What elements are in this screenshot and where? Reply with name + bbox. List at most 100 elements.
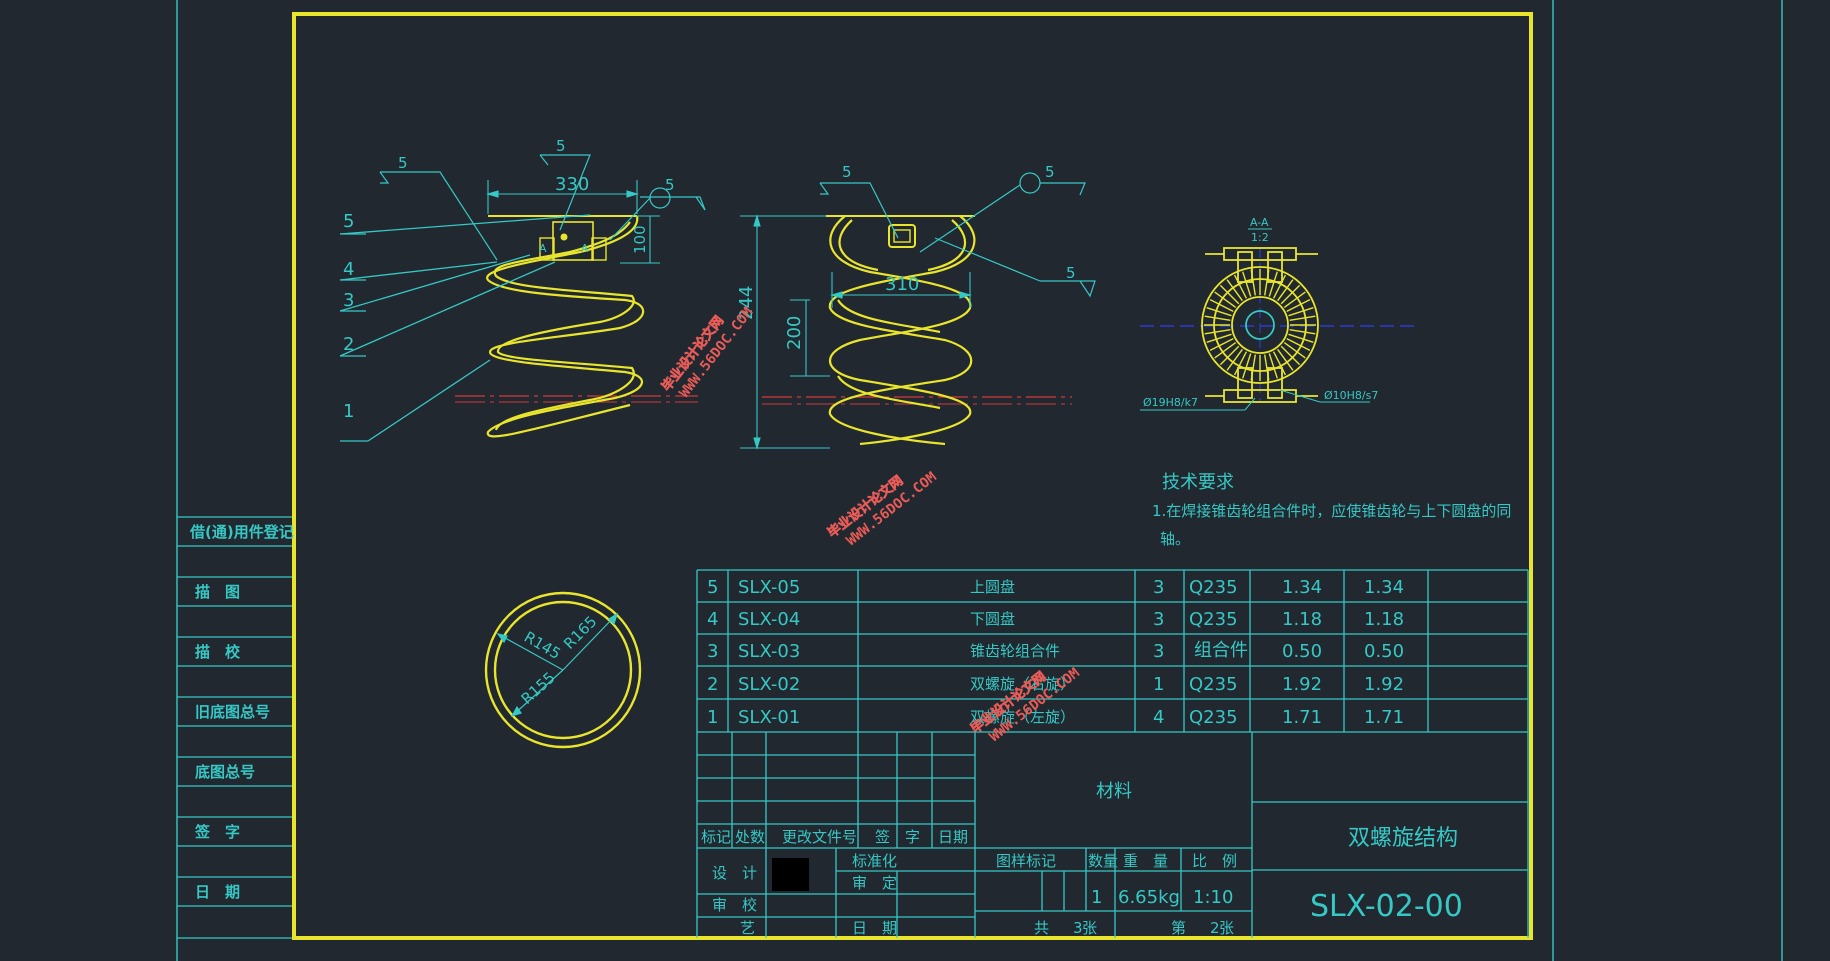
tech-title: 技术要求: [1162, 472, 1234, 493]
part-material: Q235: [1189, 609, 1238, 630]
side-label-check: 描 校: [195, 643, 241, 661]
part-name: 下圆盘: [970, 610, 1015, 628]
front-weld-numbers: 5 5 5: [842, 163, 1076, 282]
part-unit-weight: 1.18: [1282, 609, 1322, 630]
drawing-code: SLX-02-00: [1310, 889, 1463, 924]
sheet-no-label: 第: [1171, 919, 1186, 937]
part-code: SLX-05: [738, 577, 800, 598]
rev-header-sign: 签 字: [875, 828, 920, 846]
side-panel: [177, 516, 292, 939]
part-name: 锥齿轮组合件: [970, 642, 1060, 660]
gear-tooth: [1264, 354, 1270, 381]
weld-num-b: 5: [556, 137, 566, 155]
side-label-signature: 签 字: [194, 823, 240, 841]
material-label: 材料: [1096, 781, 1132, 802]
gear-tooth: [1277, 348, 1294, 371]
title-block-grid: [697, 732, 1528, 938]
gear-tooth: [1206, 333, 1232, 343]
weld-leaders: [379, 154, 706, 261]
gear-tooth: [1288, 333, 1314, 343]
side-label-borrow: 借(通)用件登记: [189, 523, 294, 541]
part-no: 4: [707, 609, 718, 630]
title-block: 材料 双螺旋结构 SLX-02-00 标记 处数 更改文件号 签 字 日期 设 …: [701, 781, 1463, 937]
gear-tooth: [1283, 342, 1306, 359]
watermark: 毕业设计论文网 WWW.56DOC.COM: [824, 469, 939, 549]
gear-tooth: [1250, 354, 1256, 381]
part-name: 双螺旋（左旋）: [970, 708, 1075, 726]
front-gear-box: [888, 224, 916, 248]
gear-tooth: [1214, 342, 1237, 359]
gear-tooth: [1226, 279, 1243, 302]
rev-header-date: 日期: [938, 828, 968, 846]
gear-tooth: [1209, 298, 1234, 313]
gear-tooth: [1272, 351, 1287, 376]
bracket: [552, 221, 594, 261]
sign-review: 审 校: [712, 896, 757, 914]
helix-coil: [486, 215, 645, 438]
sheet-borders: [176, 0, 1783, 961]
gear-tooth: [1286, 337, 1311, 352]
sign-process: 艺: [740, 919, 755, 937]
front-weld-leaders: [819, 172, 1096, 298]
ring-view: R145 R165 R155: [484, 591, 642, 749]
drawing-frame: [292, 12, 1533, 940]
part-qty: 3: [1153, 609, 1164, 630]
callout-5: 5: [343, 211, 354, 232]
gear-tooth: [1233, 274, 1248, 299]
part-code: SLX-03: [738, 641, 800, 662]
parts-list: 5 SLX-05 上圆盘 3 Q235 1.34 1.34 4 SLX-04 下…: [707, 577, 1404, 728]
gear-tooth: [1280, 284, 1301, 305]
callout-4: 4: [343, 259, 354, 280]
sheets-unit-2: 张: [1219, 919, 1234, 937]
rev-header-mark: 标记: [701, 828, 731, 846]
part-no: 2: [707, 674, 718, 695]
section-labels: A-A 1:2 Ø19H8/k7 Ø10H8/s7: [1143, 216, 1378, 409]
gear-tooth: [1280, 345, 1301, 366]
part-unit-weight: 1.92: [1282, 674, 1322, 695]
sheets-unit-1: 张: [1082, 919, 1097, 937]
info-header-weight: 重 量: [1123, 852, 1168, 870]
gear-tooth: [1250, 269, 1256, 296]
side-label-base-no: 底图总号: [195, 763, 255, 781]
info-header-qty: 数量: [1088, 852, 1118, 870]
weld-numbers: 5 5 5: [398, 137, 675, 194]
gear-tooth: [1242, 271, 1252, 297]
part-material: Q235: [1189, 577, 1238, 598]
ring-r155: R155: [518, 668, 559, 708]
part-no: 1: [707, 707, 718, 728]
info-qty: 1: [1091, 887, 1102, 908]
part-no: 3: [707, 641, 718, 662]
signature-blackout: [772, 858, 809, 891]
gear-tooth: [1226, 348, 1243, 371]
section-view: A-A 1:2 Ø19H8/k7 Ø10H8/s7: [1140, 216, 1418, 411]
drawing-title: 双螺旋结构: [1348, 826, 1458, 851]
part-unit-weight: 0.50: [1282, 641, 1322, 662]
spring-view: 5 4 3 2 1 5 5 5 330: [339, 137, 706, 442]
gear-tooth: [1268, 353, 1278, 379]
part-total-weight: 1.71: [1364, 707, 1404, 728]
front-dims: [740, 214, 972, 450]
gear-tooth: [1289, 329, 1316, 335]
part-name: 双螺旋（右旋）: [970, 675, 1075, 693]
section-title: A-A: [1250, 216, 1269, 229]
ring-r165: R165: [560, 612, 600, 652]
callout-1: 1: [343, 401, 354, 422]
tech-line-2: 轴。: [1160, 530, 1190, 548]
part-qty: 3: [1153, 577, 1164, 598]
side-label-trace: 描 图: [195, 583, 240, 601]
gear-tooth: [1204, 315, 1231, 321]
dim-330-value: 330: [555, 174, 589, 195]
info-scale: 1:10: [1193, 887, 1233, 908]
weld-num-a: 5: [398, 154, 408, 172]
part-qty: 3: [1153, 641, 1164, 662]
gear-tooth: [1204, 329, 1231, 335]
ring-r145: R145: [521, 628, 564, 663]
gear-tooth: [1288, 307, 1314, 317]
part-total-weight: 1.34: [1364, 577, 1404, 598]
front-dim-310: 310: [885, 274, 919, 295]
gear-tooth: [1206, 307, 1232, 317]
sign-date: 日 期: [852, 919, 897, 937]
gear-tooth: [1286, 298, 1311, 313]
front-double-helix: [828, 215, 976, 446]
front-dim-200: 200: [784, 316, 805, 350]
